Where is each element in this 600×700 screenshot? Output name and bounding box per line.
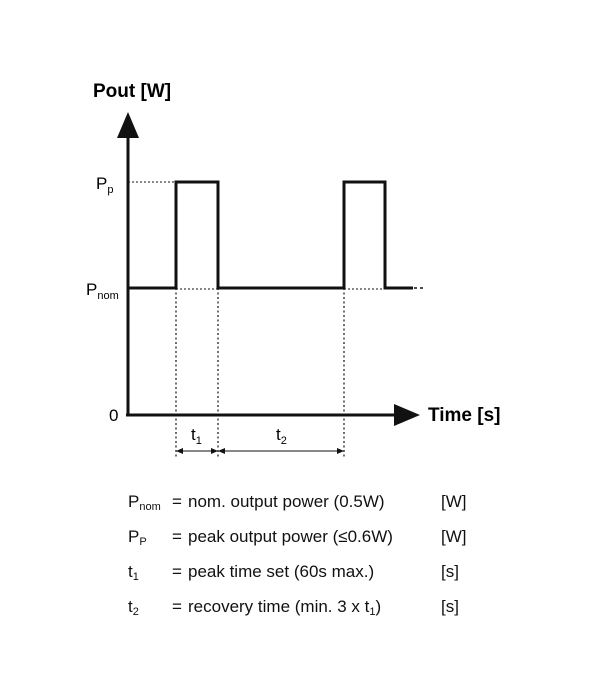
power-waveform (128, 180, 413, 290)
x-axis-arrowhead (394, 404, 420, 426)
legend-description: peak output power (≤0.6W) (188, 527, 393, 546)
zero-label: 0 (109, 406, 118, 425)
legend-symbol: t1 (128, 562, 139, 583)
legend-equals: = (172, 562, 182, 581)
x-axis-title: Time [s] (428, 405, 501, 426)
legend-row-nominal-power: Pnom = nom. output power (0.5W) [W] (128, 487, 481, 522)
legend-symbol: t2 (128, 597, 139, 618)
legend-description: recovery time (min. 3 x t1) (188, 597, 382, 618)
legend-unit: [s] (441, 562, 459, 581)
legend-description: nom. output power (0.5W) (188, 492, 385, 511)
legend: Pnom = nom. output power (0.5W) [W] PP =… (128, 487, 481, 627)
t1-label: t1 (191, 425, 202, 447)
legend-equals: = (172, 492, 182, 511)
legend-equals: = (172, 527, 182, 546)
y-axis-title: Pout [W] (93, 81, 171, 102)
t1-arrow-left (176, 448, 183, 454)
legend-row-peak-time: t1 = peak time set (60s max.) [s] (128, 557, 481, 592)
y-axis-arrowhead (117, 112, 139, 138)
legend-unit: [W] (441, 527, 467, 546)
legend-equals: = (172, 597, 182, 616)
legend-unit: [W] (441, 492, 467, 511)
t2-label: t2 (276, 425, 287, 447)
legend-row-recovery-time: t2 = recovery time (min. 3 x t1) [s] (128, 592, 481, 627)
t2-arrow-left (218, 448, 225, 454)
peak-level-label: Pp (96, 174, 113, 196)
t1-arrow-right (211, 448, 218, 454)
legend-symbol: PP (128, 527, 147, 548)
legend-description: peak time set (60s max.) (188, 562, 375, 581)
legend-row-peak-power: PP = peak output power (≤0.6W) [W] (128, 522, 481, 557)
legend-symbol: Pnom (128, 492, 161, 513)
legend-unit: [s] (441, 597, 459, 616)
t2-arrow-right (337, 448, 344, 454)
nominal-level-label: Pnom (86, 280, 119, 302)
